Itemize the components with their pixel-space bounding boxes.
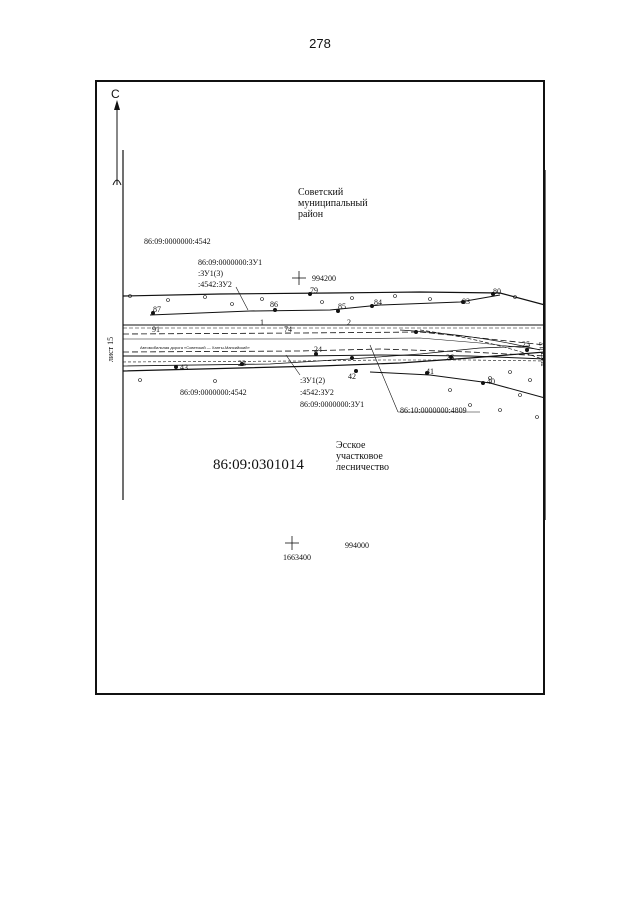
forestry-label-line3: лесничество [336,462,389,473]
point-label: 42 [348,372,356,381]
point-label: 23 [238,359,246,368]
district-label-line3: район [298,209,324,220]
point-label: 86 [270,300,278,309]
map-frame [95,80,545,695]
parcel-label-bottom: 86:09:0000000:4542 [180,388,247,397]
point-label: 1 [260,318,264,327]
point-label: 26 [446,353,454,362]
zu1-part2-label: :ЗУ1(2) [300,376,326,385]
parcel-label-top: 86:09:0000000:4542 [144,237,211,246]
point-label: 87 [153,305,161,314]
zu1-label-lower: 86:09:0000000:ЗУ1 [300,400,365,409]
point-label: 84 [374,298,382,307]
district-label-line2: муниципальный [298,198,368,209]
point-label: 43 [180,363,188,372]
point-label: 91 [152,325,160,334]
north-label: С [111,87,120,101]
point-label: 79 [310,286,318,295]
grid-east-label: 1663400 [283,553,311,562]
page-number: 278 [309,36,331,51]
forestry-label-line1: Эсское [336,440,366,451]
point-label: 40 [487,377,495,386]
cadastral-quarter-label: 86:09:0301014 [213,457,304,473]
sheet-left-label: лист 15 [106,336,116,363]
district-label-line1: Советский [298,187,344,198]
forestry-label-line2: участковое [336,451,383,462]
point-label: 85 [338,302,346,311]
point-label: 2 [347,318,351,327]
grid-north-top-label: 994200 [312,274,336,283]
sheet-right-label: лист 17 [538,341,548,368]
point-label: 41 [426,367,434,376]
point-label: 74 [284,325,292,334]
point-label: 83 [462,297,470,306]
zu1-part3-label: :ЗУ1(3) [198,269,224,278]
point-label: 24 [314,345,322,354]
grid-north-bottom-label: 994000 [345,541,369,550]
zu1-label: 86:09:0000000:ЗУ1 [198,258,263,267]
zu2-label: :4542:ЗУ2 [198,280,232,289]
point-label: 25 [522,340,530,349]
point-label: 80 [493,287,501,296]
zu2-label-lower: :4542:ЗУ2 [300,388,334,397]
road-caption: Автомобильная дорога «Советский — Ханты-… [140,345,250,350]
neighbor-parcel-label: 86:10:0000000:4809 [400,406,467,415]
